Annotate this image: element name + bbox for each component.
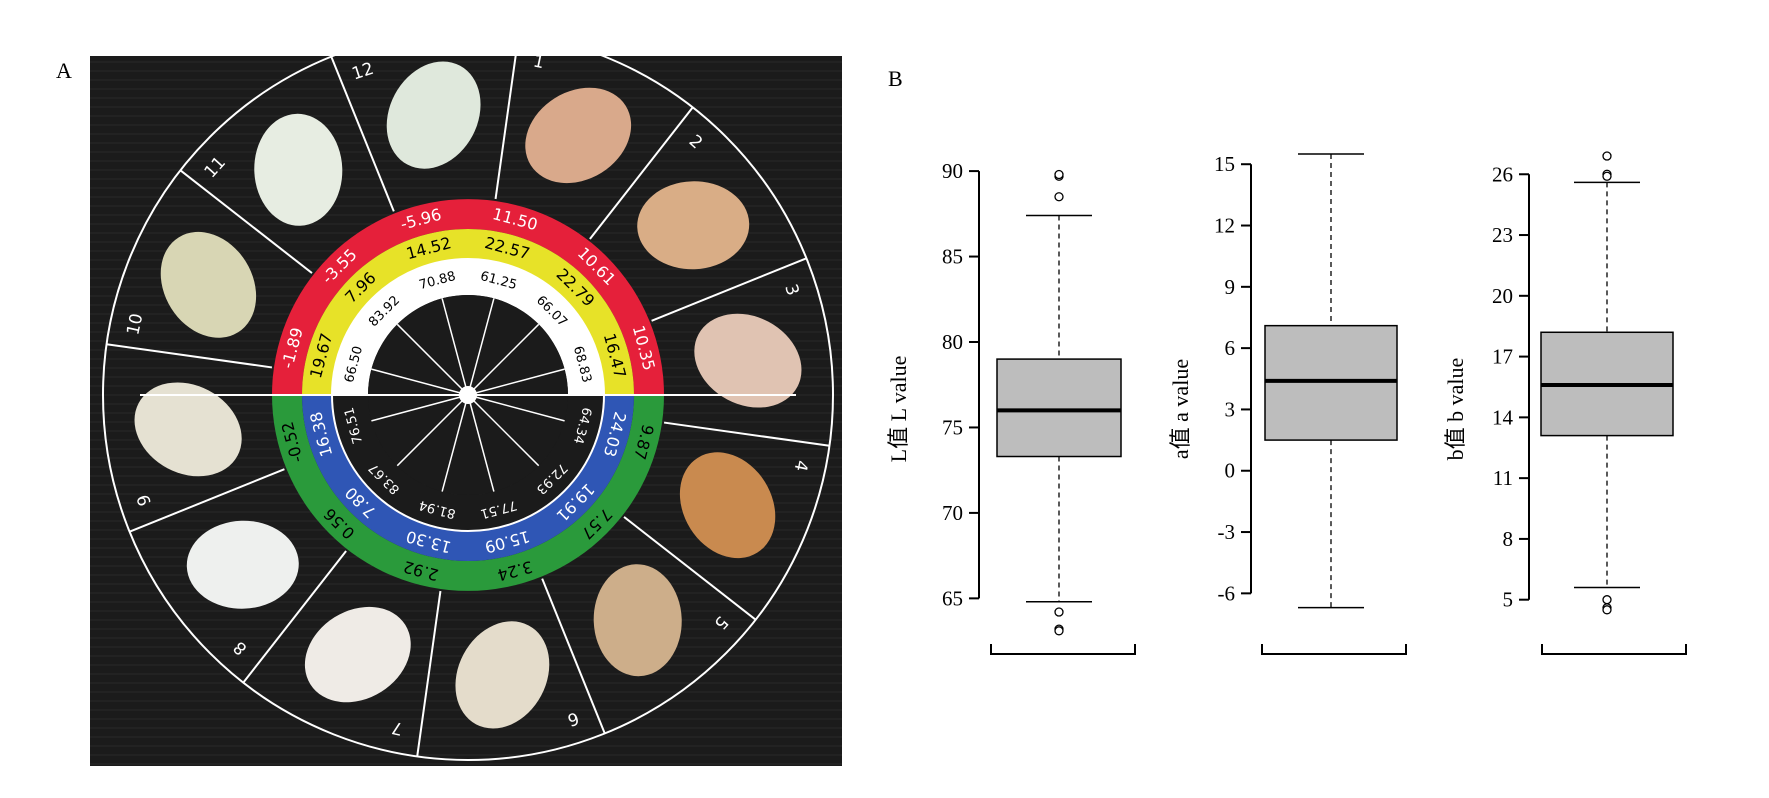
y-tick-label: 20 — [1492, 284, 1513, 308]
sector-divider — [663, 421, 830, 447]
y-tick-label: 9 — [1225, 275, 1236, 299]
sector-divider — [242, 550, 347, 684]
iqr-box — [1264, 324, 1398, 441]
egg-7 — [304, 606, 411, 703]
sector-divider — [106, 343, 273, 369]
sector-number-label: 10 — [123, 312, 147, 337]
y-tick-label: 8 — [1503, 527, 1514, 551]
sector-divider — [129, 468, 285, 533]
inner-spoke — [371, 368, 469, 396]
blue-ring — [302, 395, 634, 561]
inner-lower-ring — [332, 395, 604, 531]
y-tick-label: 23 — [1492, 223, 1513, 247]
inner-spoke — [467, 323, 540, 396]
egg-8 — [186, 520, 299, 609]
inner-spoke — [371, 394, 469, 422]
x-axis-bracket — [1541, 644, 1687, 655]
outlier-point — [1054, 169, 1064, 180]
x-axis-bracket — [1261, 644, 1407, 655]
x-axis-bracket — [990, 644, 1136, 655]
green-ring — [272, 395, 664, 591]
sector-divider — [589, 106, 694, 240]
outer-circle — [102, 29, 834, 761]
boxplot-2: -6 -3 0 3 6 9 12 15 a值 a value — [1168, 152, 1407, 655]
iqr-box — [996, 358, 1122, 458]
y-axis-label: L值 L value — [886, 356, 911, 463]
inner-spoke — [396, 323, 469, 396]
egg-10 — [160, 231, 257, 338]
egg-1 — [525, 87, 632, 184]
y-tick-label: 14 — [1492, 405, 1514, 429]
outlier-point — [1602, 605, 1612, 615]
sector-number-label: 4 — [790, 458, 812, 473]
boxplot-3: 5 8 11 14 17 20 23 26 b值 b value — [1443, 151, 1687, 655]
outlier-point — [1054, 192, 1064, 202]
egg-3 — [694, 313, 802, 408]
y-tick-label: 75 — [942, 415, 963, 439]
outlier-point — [1602, 151, 1612, 161]
outlier-point — [1054, 626, 1064, 636]
y-tick-label: 17 — [1492, 345, 1513, 369]
egg-9 — [134, 382, 242, 477]
y-tick-label: 26 — [1492, 162, 1513, 186]
outlier-point — [1602, 595, 1612, 605]
boxplot-1: 65 70 75 80 85 90 L值 L value — [886, 159, 1136, 655]
y-tick-label: 3 — [1225, 397, 1236, 421]
inner-spoke — [467, 394, 495, 492]
sector-divider — [494, 33, 520, 200]
sector-divider — [330, 56, 395, 212]
y-tick-label: 80 — [942, 330, 963, 354]
y-tick-label: 65 — [942, 586, 963, 610]
y-axis-label: b值 b value — [1443, 358, 1468, 461]
y-tick-label: 6 — [1225, 336, 1236, 360]
y-tick-label: 0 — [1225, 459, 1236, 483]
egg-4 — [679, 452, 776, 559]
egg-11 — [254, 113, 343, 226]
egg-5 — [593, 564, 682, 677]
y-tick-label: 70 — [942, 501, 963, 525]
sector-divider — [416, 590, 442, 757]
y-tick-label: 12 — [1214, 214, 1235, 238]
inner-spoke — [467, 298, 495, 396]
inner-spoke — [467, 368, 565, 396]
panel-b-label: B — [888, 66, 903, 91]
y-tick-label: -6 — [1218, 581, 1236, 605]
inner-spoke — [396, 394, 469, 467]
outlier-point — [1054, 607, 1064, 617]
y-tick-label: 5 — [1503, 588, 1514, 612]
y-tick-label: -3 — [1218, 520, 1236, 544]
inner-spoke — [467, 394, 565, 422]
outlier-point — [1602, 171, 1612, 181]
inner-spoke — [467, 394, 540, 467]
center-dot — [459, 386, 477, 404]
panel-a-egg-color-wheel: 12345678910111211.5010.6110.35-1.89-3.55… — [90, 29, 842, 766]
y-tick-label: 85 — [942, 245, 963, 269]
sector-divider — [651, 257, 807, 322]
inner-spoke — [441, 298, 469, 396]
y-tick-label: 90 — [942, 159, 963, 183]
yellow-ring — [302, 229, 634, 395]
inner-spoke — [441, 394, 469, 492]
white-ring — [332, 259, 604, 395]
red-ring — [272, 199, 664, 395]
egg-6 — [455, 621, 550, 729]
y-tick-label: 11 — [1493, 466, 1513, 490]
sector-number-label: 7 — [390, 717, 405, 739]
sector-divider — [623, 516, 757, 621]
sector-number-label: 1 — [531, 52, 546, 74]
sector-divider — [541, 578, 606, 734]
egg-2 — [637, 181, 750, 270]
y-axis-label: a值 a value — [1168, 359, 1193, 459]
egg-12 — [386, 61, 481, 169]
panel-a-label: A — [56, 58, 72, 83]
y-tick-label: 15 — [1214, 152, 1235, 176]
sector-divider — [179, 169, 313, 274]
